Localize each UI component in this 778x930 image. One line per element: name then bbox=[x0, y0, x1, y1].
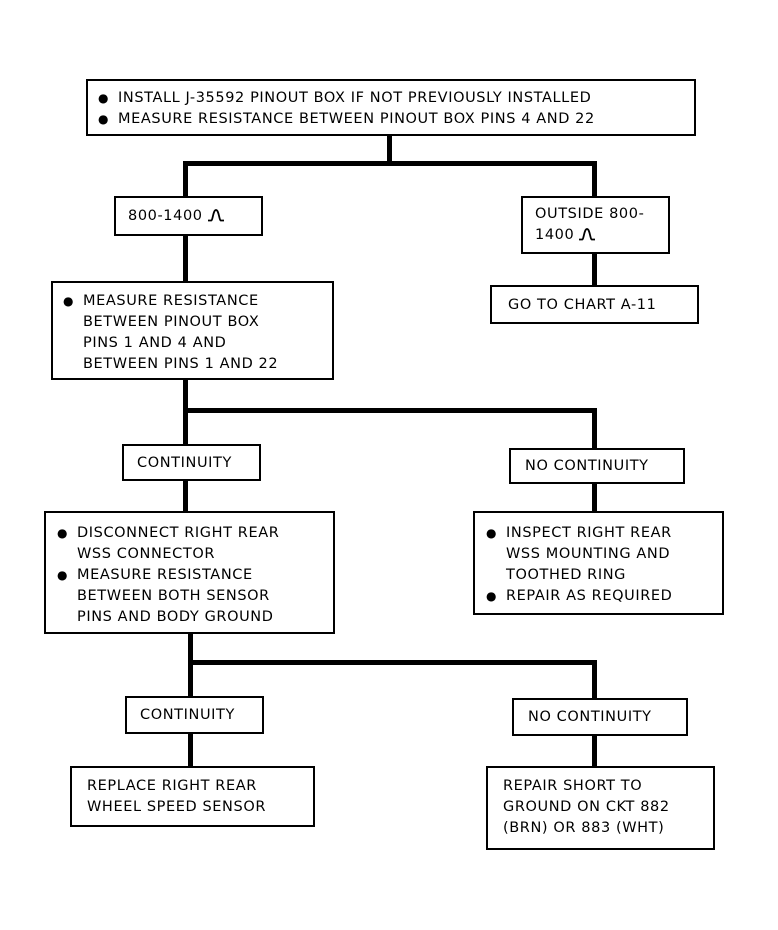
range-bad-box: OUTSIDE 800- 1400 bbox=[521, 196, 670, 254]
start-step-install: INSTALL J-35592 PINOUT BOX IF NOT PREVIO… bbox=[96, 88, 686, 109]
continuity-box-2: CONTINUITY bbox=[125, 696, 264, 734]
start-step-measure: MEASURE RESISTANCE BETWEEN PINOUT BOX PI… bbox=[96, 109, 686, 130]
connector-line bbox=[188, 732, 193, 768]
inspect-step: INSPECT RIGHT REAR WSS MOUNTING AND TOOT… bbox=[484, 523, 716, 586]
connector-line bbox=[592, 161, 597, 199]
connector-line bbox=[183, 408, 597, 413]
disconnect-measure-step: MEASURE RESISTANCE BETWEEN BOTH SENSOR P… bbox=[55, 565, 327, 628]
goto-chart-box: GO TO CHART A-11 bbox=[490, 285, 699, 324]
no-continuity-box-2: NO CONTINUITY bbox=[512, 698, 688, 736]
continuity-label-2: CONTINUITY bbox=[140, 707, 235, 723]
no-continuity-label-1: NO CONTINUITY bbox=[525, 458, 649, 474]
inspect-box: INSPECT RIGHT REAR WSS MOUNTING AND TOOT… bbox=[473, 511, 724, 615]
connector-line bbox=[592, 482, 597, 513]
connector-line bbox=[592, 408, 597, 450]
ohm-symbol-icon bbox=[207, 209, 224, 222]
continuity-label-1: CONTINUITY bbox=[137, 455, 232, 471]
replace-sensor-label: REPLACE RIGHT REAR WHEEL SPEED SENSOR bbox=[87, 778, 267, 815]
range-bad-label: OUTSIDE 800- 1400 bbox=[535, 206, 645, 243]
disconnect-step: DISCONNECT RIGHT REAR WSS CONNECTOR bbox=[55, 523, 327, 565]
connector-line bbox=[592, 660, 597, 700]
connector-line bbox=[188, 632, 193, 698]
connector-line bbox=[387, 134, 392, 164]
goto-chart-label: GO TO CHART A-11 bbox=[508, 297, 657, 313]
repair-short-label: REPAIR SHORT TO GROUND ON CKT 882 (BRN) … bbox=[503, 778, 670, 836]
connector-line bbox=[188, 660, 597, 665]
start-box: INSTALL J-35592 PINOUT BOX IF NOT PREVIO… bbox=[86, 79, 696, 136]
ohm-symbol-icon bbox=[579, 228, 596, 241]
no-continuity-label-2: NO CONTINUITY bbox=[528, 709, 652, 725]
range-ok-box: 800-1400 bbox=[114, 196, 263, 236]
repair-short-box: REPAIR SHORT TO GROUND ON CKT 882 (BRN) … bbox=[486, 766, 715, 850]
connector-line bbox=[183, 479, 188, 512]
no-continuity-box-1: NO CONTINUITY bbox=[509, 448, 685, 484]
range-ok-label: 800-1400 bbox=[128, 208, 203, 224]
replace-sensor-box: REPLACE RIGHT REAR WHEEL SPEED SENSOR bbox=[70, 766, 315, 827]
measure-pins-step: MEASURE RESISTANCE BETWEEN PINOUT BOX PI… bbox=[61, 291, 326, 375]
connector-line bbox=[592, 252, 597, 287]
connector-line bbox=[183, 161, 188, 199]
connector-line bbox=[183, 233, 188, 283]
repair-step: REPAIR AS REQUIRED bbox=[484, 586, 716, 607]
disconnect-box: DISCONNECT RIGHT REAR WSS CONNECTOR MEAS… bbox=[44, 511, 335, 634]
connector-line bbox=[183, 161, 597, 166]
continuity-box-1: CONTINUITY bbox=[122, 444, 261, 481]
measure-pins-box: MEASURE RESISTANCE BETWEEN PINOUT BOX PI… bbox=[51, 281, 334, 380]
connector-line bbox=[592, 734, 597, 768]
